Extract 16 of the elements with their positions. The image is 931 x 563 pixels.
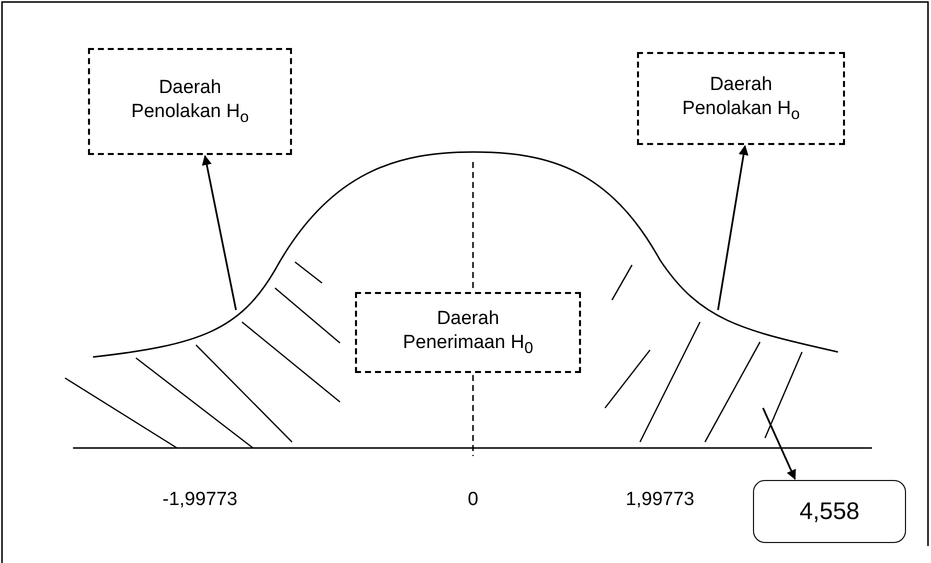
hatched-region — [64, 261, 340, 449]
axis-value: -1,99773 — [162, 489, 238, 511]
region-label: Daerah Penerimaan H$_{0}$ — [402, 306, 534, 358]
arrow — [717, 145, 748, 310]
value-box — [753, 480, 906, 543]
axis-value: 1,99773 — [626, 489, 694, 511]
hatched-region — [604, 264, 803, 442]
dashed-box — [637, 52, 845, 145]
value-label: 4,558 — [799, 496, 860, 526]
arrow — [762, 408, 796, 480]
axis-value: 0 — [468, 489, 478, 511]
region-label: Daerah Penolakan H$_{o}$ — [681, 72, 801, 124]
region-label: Daerah Penolakan H$_{o}$ — [130, 76, 250, 128]
arrow — [202, 155, 237, 310]
dashed-box — [88, 48, 292, 155]
dashed-box — [355, 292, 581, 373]
